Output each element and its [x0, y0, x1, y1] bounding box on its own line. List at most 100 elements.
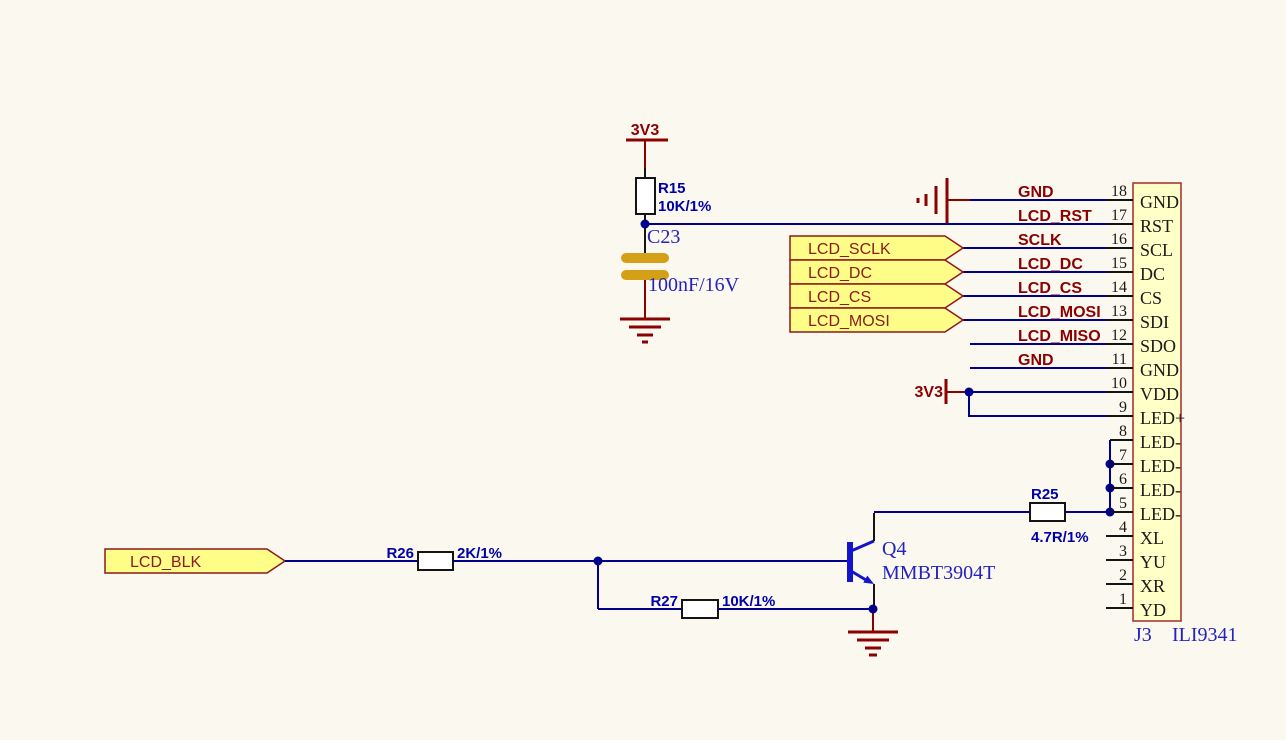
pin-number: 16	[1111, 231, 1127, 248]
pin-name: SDO	[1140, 336, 1176, 356]
pin-name: SDI	[1140, 312, 1169, 332]
pin-name: LED-	[1140, 504, 1181, 524]
connector-j3-part: ILI9341	[1172, 624, 1238, 646]
flag-shape[interactable]	[789, 259, 965, 285]
pin-name: LED-	[1140, 456, 1181, 476]
net-flag-lcd-cs[interactable]: LCD_CS	[789, 283, 965, 309]
net-label-sclk: SCLK	[1018, 232, 1062, 249]
power-symbol-3v3-vdd[interactable]: 3V3	[915, 379, 966, 404]
net-wires	[645, 199, 1106, 417]
capacitor-c23-value: 100nF/16V	[648, 274, 740, 296]
connector-pin-18: 18 GND	[1106, 183, 1179, 212]
pin-name: CS	[1140, 288, 1162, 308]
resistor-r15[interactable]: R15 10K/1%	[635, 177, 711, 215]
transistor-collector	[850, 539, 875, 553]
capacitor-plate-bottom	[621, 270, 669, 280]
pin-name: VDD	[1140, 384, 1179, 404]
resistor-r27[interactable]: R27 10K/1%	[650, 593, 775, 619]
junction-emitter	[868, 604, 878, 614]
connector-pin-4: 4 XL	[1106, 519, 1164, 548]
connector-pin-12: 12 SDO	[1106, 327, 1176, 356]
pin-name: YD	[1140, 600, 1166, 620]
pin-name: XL	[1140, 528, 1164, 548]
connector-j3-ref: J3	[1134, 624, 1152, 646]
connector-pin-13: 13 SDI	[1106, 303, 1169, 332]
junction-r15-c23	[640, 219, 650, 229]
pin-name: LED-	[1140, 432, 1181, 452]
transistor-emitter	[850, 569, 867, 582]
pin-number: 4	[1119, 519, 1127, 536]
flag-label: LCD_CS	[808, 289, 871, 306]
pin-number: 11	[1112, 351, 1127, 368]
pin-number: 7	[1119, 447, 1127, 464]
pin-name: DC	[1140, 264, 1165, 284]
pin-name: YU	[1140, 552, 1166, 572]
flag-shape[interactable]	[104, 548, 287, 574]
capacitor-c23[interactable]: C23 100nF/16V	[621, 226, 740, 296]
pin-number: 12	[1111, 327, 1127, 344]
flag-label: LCD_BLK	[130, 554, 201, 571]
connector-pin-1: 1 YD	[1106, 591, 1166, 620]
resistor-r26-value: 2K/1%	[457, 545, 502, 562]
wire-led-plus	[968, 392, 1106, 417]
pin-number: 18	[1111, 183, 1127, 200]
resistor-r26-body[interactable]	[417, 551, 454, 571]
net-flag-lcd-blk[interactable]: LCD_BLK	[104, 548, 287, 574]
junction-vdd	[964, 387, 974, 397]
resistor-r26-ref: R26	[386, 545, 414, 562]
gnd-symbol-pin18[interactable]	[916, 178, 970, 224]
flag-shape[interactable]	[789, 235, 965, 261]
transistor-q4[interactable]: Q4 MMBT3904T	[847, 538, 995, 584]
transistor-emitter-arrow	[863, 575, 874, 584]
resistor-r27-body[interactable]	[681, 599, 719, 619]
power-3v3-top-label: 3V3	[631, 122, 660, 139]
flag-label: LCD_MOSI	[808, 313, 890, 330]
resistor-r27-ref: R27	[650, 593, 678, 610]
net-flag-lcd-sclk[interactable]: LCD_SCLK	[789, 235, 965, 261]
pin-number: 13	[1111, 303, 1127, 320]
power-symbol-3v3-top[interactable]: 3V3	[626, 122, 668, 168]
net-label-gnd-11: GND	[1018, 352, 1054, 369]
transistor-q4-ref: Q4	[882, 538, 906, 560]
pin-number: 17	[1111, 207, 1127, 224]
pin-number: 9	[1119, 399, 1127, 416]
pin-number: 2	[1119, 567, 1127, 584]
net-label-gnd-18: GND	[1018, 184, 1054, 201]
resistor-r26[interactable]: R26 2K/1%	[386, 545, 502, 571]
flag-shape[interactable]	[789, 307, 965, 333]
connector-pin-15: 15 DC	[1106, 255, 1165, 284]
connector-pin-5: 5 LED-	[1110, 495, 1181, 524]
connector-pin-8: 8 LED-	[1110, 423, 1181, 452]
net-label-lcd-rst: LCD_RST	[1018, 208, 1092, 225]
resistor-r15-body[interactable]	[635, 177, 656, 215]
resistor-r25[interactable]: R25 4.7R/1%	[1029, 486, 1089, 546]
pin-name: GND	[1140, 360, 1179, 380]
resistor-r25-value: 4.7R/1%	[1031, 529, 1089, 546]
pin-number: 1	[1119, 591, 1127, 608]
connector-pin-14: 14 CS	[1106, 279, 1162, 308]
pin-name: XR	[1140, 576, 1165, 596]
pin-name: SCL	[1140, 240, 1173, 260]
net-flag-lcd-dc[interactable]: LCD_DC	[789, 259, 965, 285]
pin-name: RST	[1140, 216, 1173, 236]
junction-base-branch	[593, 556, 603, 566]
net-label-lcd-mosi: LCD_MOSI	[1018, 304, 1101, 321]
power-3v3-vdd-label: 3V3	[915, 384, 944, 401]
pin-number: 3	[1119, 543, 1127, 560]
connector-j3[interactable]: 18 GND 17 RST 16 SCL 15 DC 14 CS 13 SDI	[1106, 182, 1238, 646]
net-labels: GND LCD_RST SCLK LCD_DC LCD_CS LCD_MOSI …	[1018, 184, 1101, 369]
flag-label: LCD_DC	[808, 265, 872, 282]
flag-shape[interactable]	[789, 283, 965, 309]
gnd-symbol-q4[interactable]	[848, 630, 898, 657]
resistor-r25-body[interactable]	[1029, 502, 1066, 522]
pin-number: 5	[1119, 495, 1127, 512]
gnd-symbol-c23[interactable]	[620, 317, 670, 344]
resistor-r15-ref: R15	[658, 180, 686, 197]
capacitor-plate-top	[621, 253, 669, 263]
connector-j3-body[interactable]	[1132, 182, 1182, 622]
net-flag-lcd-mosi[interactable]: LCD_MOSI	[789, 307, 965, 333]
pin-number: 8	[1119, 423, 1127, 440]
pin-name: LED-	[1140, 480, 1181, 500]
